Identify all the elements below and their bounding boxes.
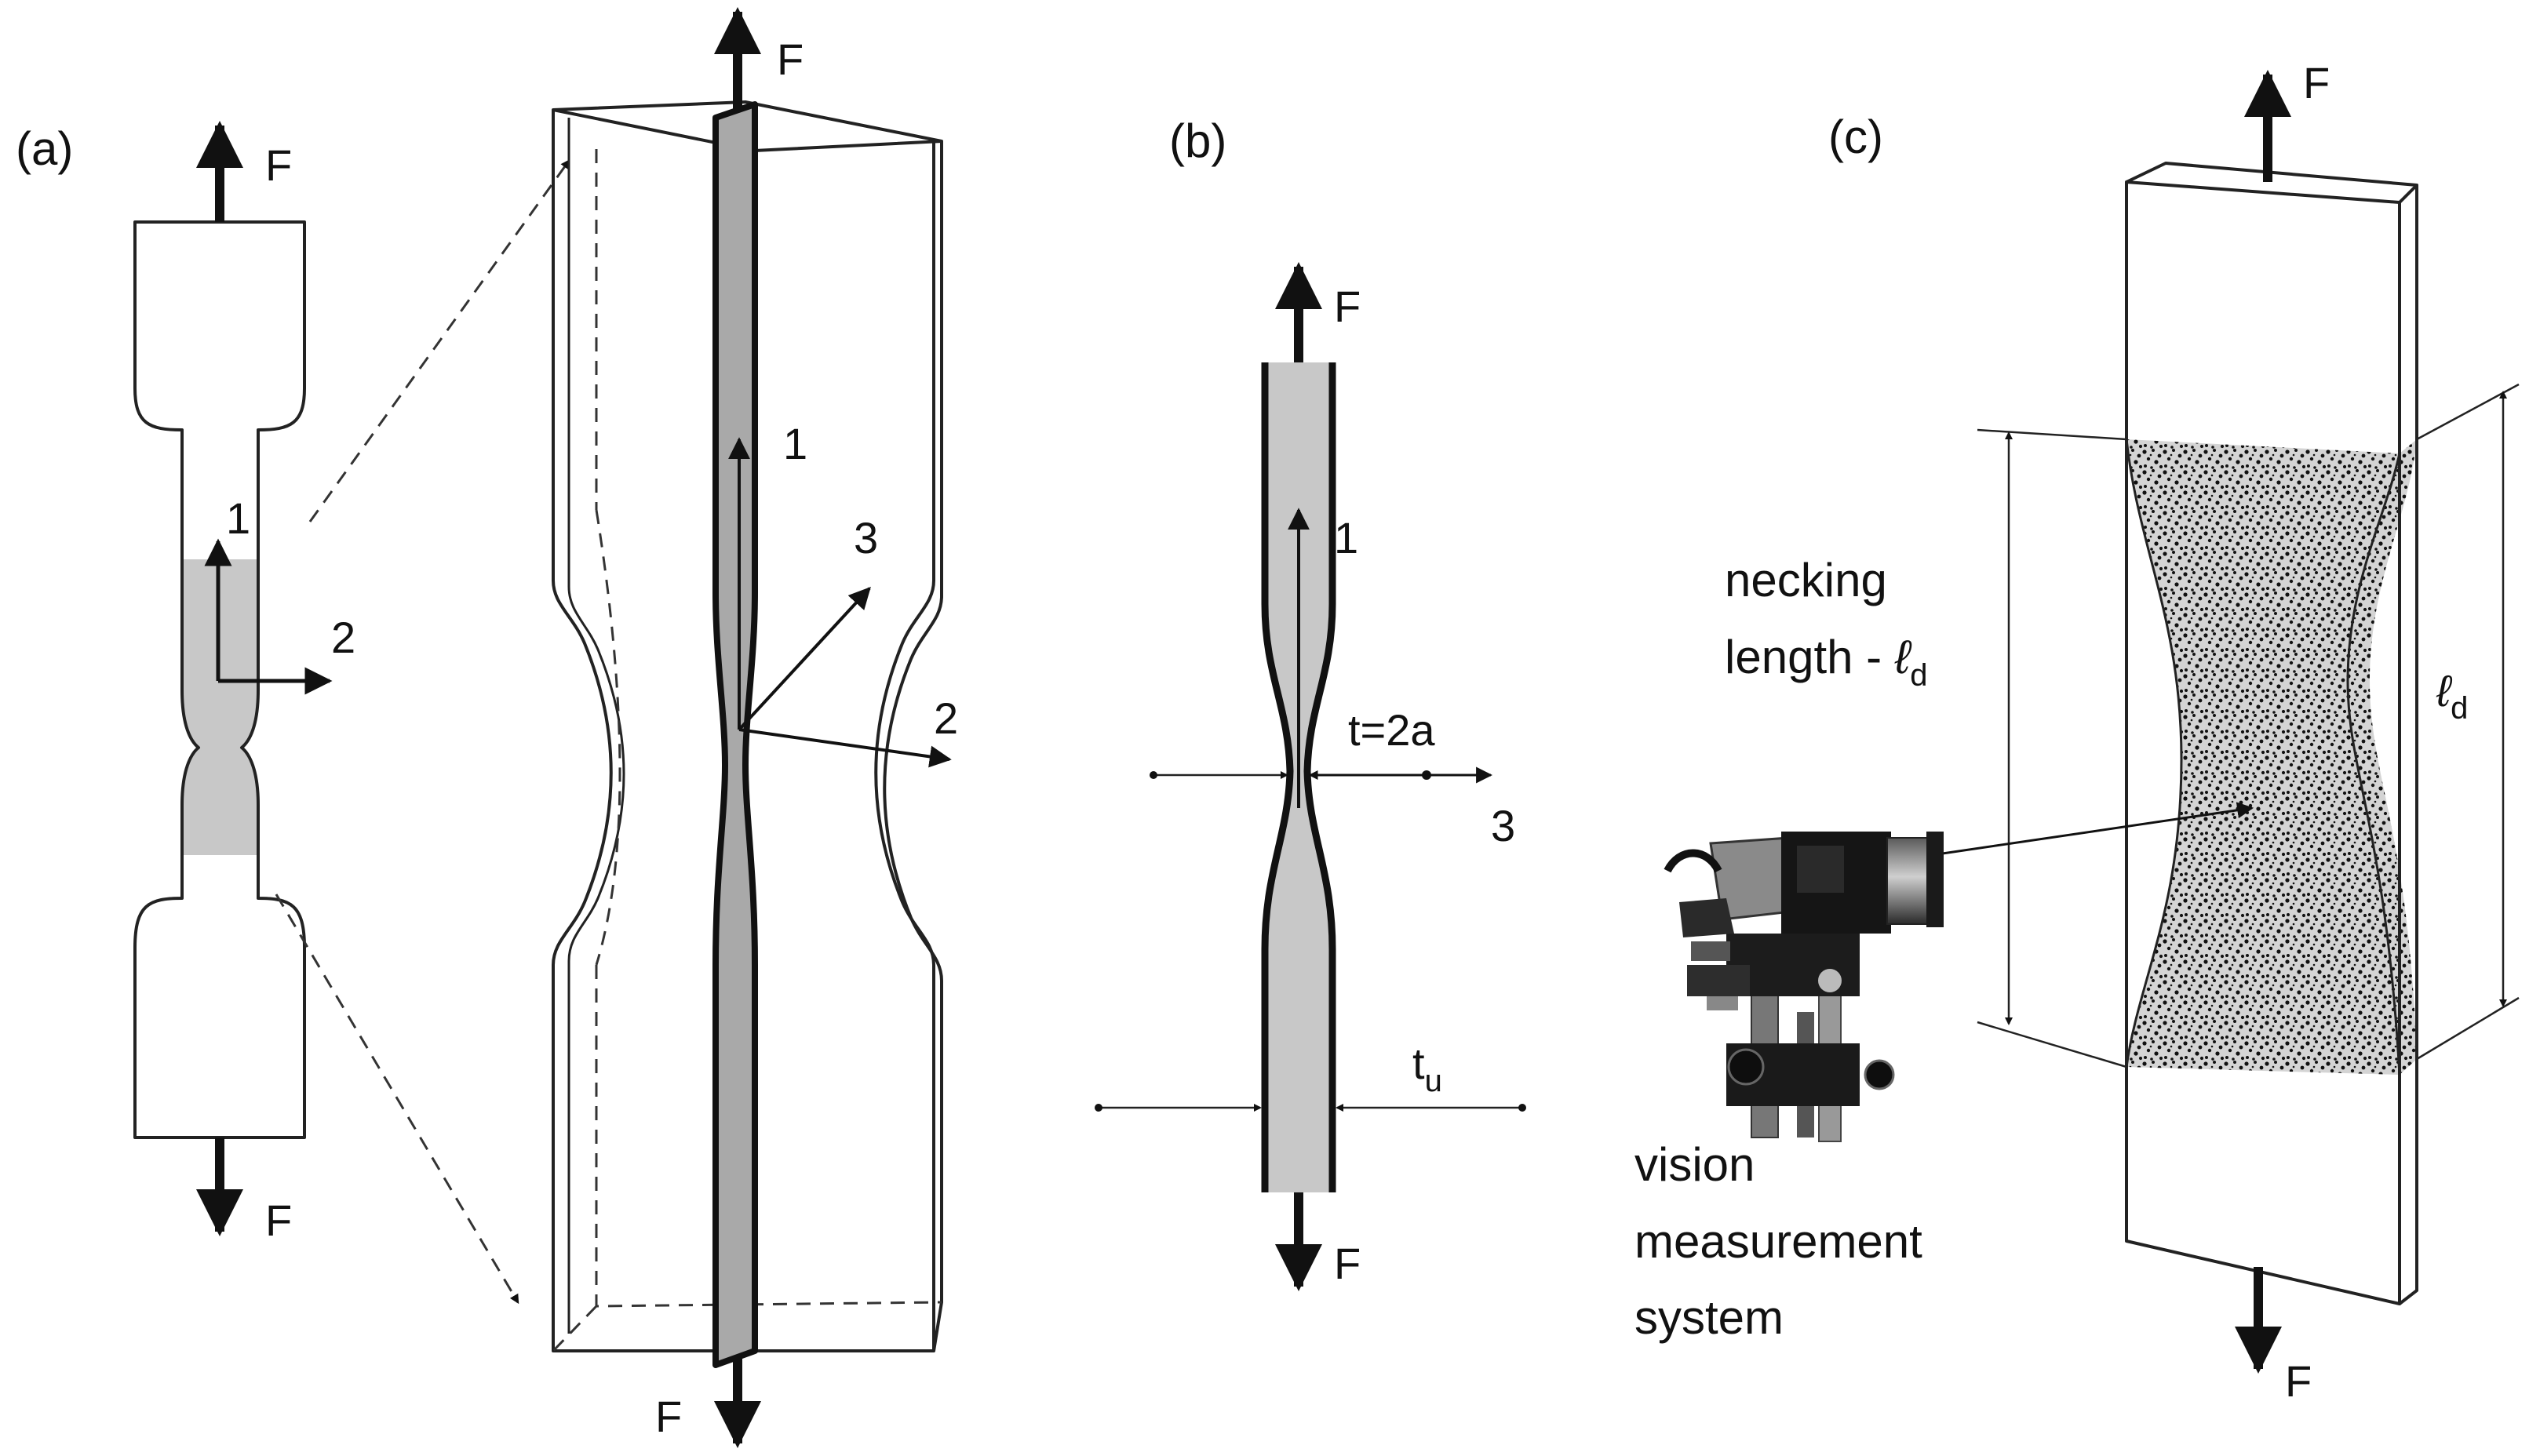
- panel-a-zoomed-specimen: F F 1 3 2: [552, 7, 958, 1448]
- uniform-thickness-symbol: t: [1412, 1039, 1425, 1088]
- zoom-force-label-bottom: F: [655, 1392, 682, 1441]
- force-label-bottom: F: [265, 1196, 292, 1245]
- force-label-top: F: [265, 140, 292, 190]
- uniform-thickness-label: tu: [1412, 1039, 1442, 1098]
- necking-label-symbol: ℓ: [1894, 631, 1912, 683]
- neck-thickness-label: t=2a: [1348, 705, 1435, 755]
- right-extension-bottom: [2416, 996, 2520, 1061]
- zoom-axis-3-arrow: [738, 586, 871, 731]
- flat-specimen-top: [2126, 162, 2418, 204]
- box-right-edge: [883, 141, 943, 1352]
- panel-a: (a) F F 1 2: [16, 121, 570, 1305]
- camera-view-line: [1931, 802, 2254, 857]
- necking-extension-bottom: [1977, 1021, 2127, 1068]
- axis-1-label: 1: [226, 493, 250, 543]
- panel-c: (c) F F ℓd necking length - ℓd: [1634, 58, 2520, 1406]
- neck-dim-dot: [1422, 770, 1431, 780]
- panel-a-label: (a): [16, 122, 73, 175]
- b-axis-1-label: 1: [1334, 513, 1358, 562]
- thickness-section-right-edge: [1303, 362, 1336, 1192]
- midplane-slice: [712, 101, 758, 1368]
- right-dimension-label: ℓd: [2436, 666, 2468, 726]
- c-force-label-bottom: F: [2285, 1356, 2312, 1406]
- box-inner-edge: [567, 118, 625, 1334]
- necking-label-line2: length - ℓd: [1725, 631, 1927, 693]
- zoom-force-label-top: F: [777, 35, 804, 84]
- zoom-guide-bottom: [275, 894, 519, 1305]
- flat-specimen-side: [2398, 185, 2418, 1305]
- zoom-axis-3-label: 3: [854, 513, 878, 562]
- b-force-label-bottom: F: [1334, 1239, 1361, 1288]
- uniform-thickness-subscript: u: [1425, 1064, 1442, 1098]
- b-force-label-top: F: [1334, 282, 1361, 331]
- right-dimension-subscript: d: [2451, 691, 2468, 726]
- zoom-axis-2-arrow: [738, 728, 952, 768]
- zoom-axis-1-label: 1: [783, 419, 807, 468]
- c-force-label-top: F: [2303, 58, 2330, 107]
- necking-label-text: length -: [1725, 631, 1895, 683]
- neck-contour-left: [2125, 439, 2183, 1068]
- camera-label-line2: measurement: [1634, 1215, 1922, 1268]
- necking-label-line1: necking: [1725, 554, 1887, 606]
- panel-c-label: (c): [1828, 111, 1883, 163]
- neck-contour-right: [2346, 453, 2401, 1076]
- zoom-guide-top: [308, 159, 570, 522]
- thickness-section-left-edge: [1261, 362, 1294, 1192]
- zoom-axis-2-label: 2: [934, 693, 958, 743]
- right-dimension-symbol: ℓ: [2436, 666, 2453, 715]
- camera-label-line1: vision: [1634, 1138, 1755, 1191]
- panel-b: (b) F F 1 t=2a 3 tu: [1095, 115, 1526, 1291]
- dogbone-specimen: [133, 220, 306, 1139]
- camera-icon: [1664, 832, 1944, 1142]
- panel-b-label: (b): [1169, 115, 1226, 167]
- camera-label-line3: system: [1634, 1291, 1784, 1344]
- necking-label-subscript: d: [1910, 658, 1927, 693]
- necking-extension-top: [1977, 428, 2127, 441]
- b-axis-3-label: 3: [1491, 801, 1515, 850]
- box-hidden-edges: [552, 149, 942, 1352]
- axis-2-label: 2: [331, 613, 355, 662]
- speckle-pattern-region: [2126, 439, 2400, 1075]
- specimen-gauge-region: [182, 559, 258, 855]
